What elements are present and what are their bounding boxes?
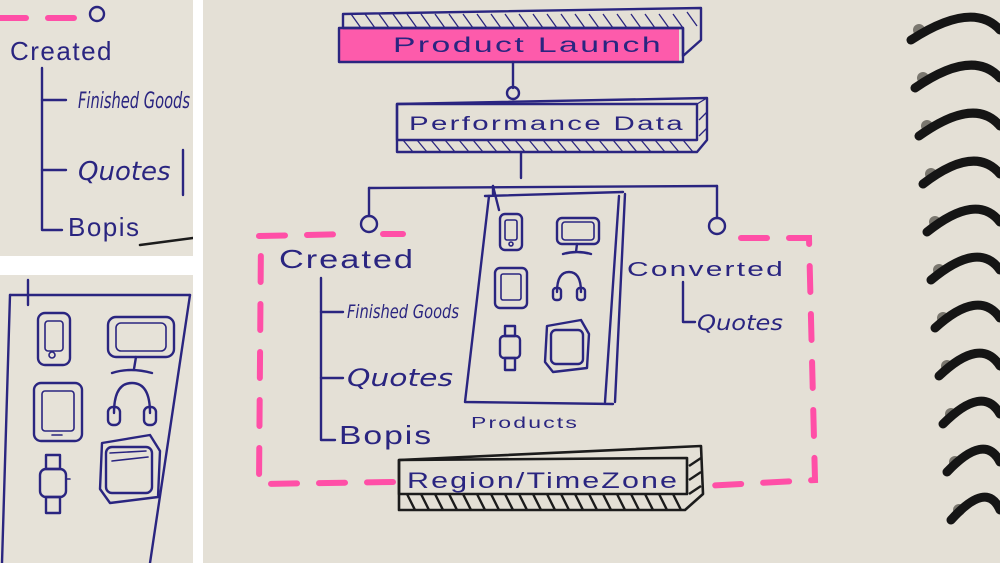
converted-label: Converted bbox=[627, 259, 785, 281]
products-label: Products bbox=[471, 415, 579, 432]
zoom-panel-created: Created Finished Goods Quotes Bopis bbox=[0, 0, 193, 256]
tv-box-icon bbox=[543, 318, 591, 374]
product-launch-title: Product Launch bbox=[393, 34, 663, 57]
performance-data-box bbox=[395, 96, 709, 154]
monitor-icon bbox=[106, 315, 176, 375]
region-timezone-label: Region/TimeZone bbox=[407, 468, 679, 493]
zoom-created-item-finished-goods: Finished Goods bbox=[78, 89, 190, 114]
headphones-icon bbox=[106, 381, 158, 427]
converted-item-quotes: Quotes bbox=[697, 311, 783, 335]
created-label: Created bbox=[279, 244, 415, 274]
tv-box-icon bbox=[98, 433, 162, 505]
zoom-created-item-bopis: Bopis bbox=[68, 212, 141, 242]
tablet-icon bbox=[493, 266, 529, 310]
phone-icon bbox=[498, 212, 524, 252]
zoom-panel-products bbox=[0, 275, 193, 563]
region-timezone-box bbox=[397, 444, 705, 512]
zoom-created-label: Created bbox=[10, 36, 113, 66]
phone-icon bbox=[36, 311, 72, 367]
created-item-bopis: Bopis bbox=[339, 420, 433, 450]
created-item-finished-goods: Finished Goods bbox=[347, 301, 459, 323]
created-item-quotes: Quotes bbox=[347, 364, 453, 392]
headphones-icon bbox=[551, 270, 587, 302]
monitor-icon bbox=[555, 216, 601, 256]
products-panel bbox=[463, 184, 627, 406]
notebook-page: Product Launch Performance Data bbox=[203, 0, 1000, 563]
tablet-icon bbox=[32, 381, 84, 443]
spiral-binding bbox=[906, 12, 1000, 525]
performance-data-label: Performance Data bbox=[409, 114, 685, 135]
product-launch-box bbox=[337, 6, 703, 64]
watch-icon bbox=[498, 324, 522, 372]
zoom-created-item-quotes: Quotes bbox=[78, 157, 171, 187]
watch-icon bbox=[38, 453, 71, 515]
